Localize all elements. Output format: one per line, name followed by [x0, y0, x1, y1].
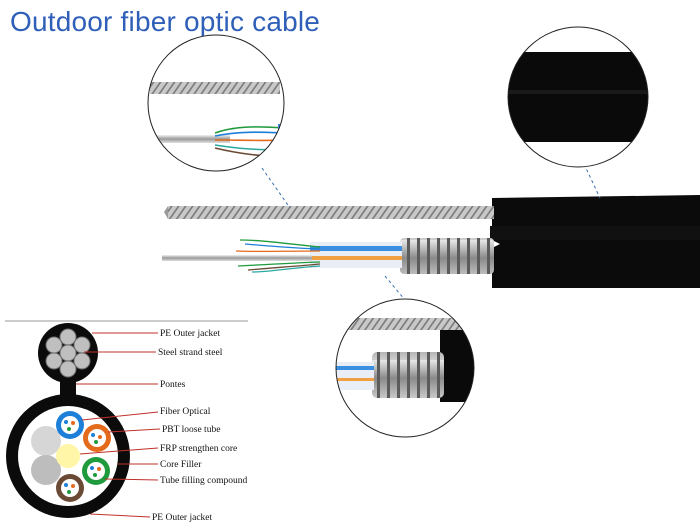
steel-armor: [400, 238, 494, 274]
magnifier-armor: [335, 298, 475, 438]
label-frp-core: FRP strengthen core: [160, 444, 237, 454]
magnifier-jacket: [507, 26, 649, 168]
leader-lines: [76, 332, 161, 518]
magnifier-strand-fibers: [147, 34, 285, 172]
label-pe-outer-jacket-top: PE Outer jacket: [160, 329, 221, 339]
page-title: Outdoor fiber optic cable: [10, 6, 321, 37]
fibers: [235, 239, 321, 273]
label-pe-outer-jacket-bottom: PE Outer jacket: [152, 513, 213, 523]
cable-jacket-bridge: [490, 226, 700, 240]
inner-tubes: [310, 242, 402, 268]
main-cable: [162, 195, 700, 288]
callout-lines: [261, 163, 601, 301]
label-pontes: Pontes: [160, 380, 186, 390]
cable-jacket: [492, 195, 700, 288]
label-fiber-optical: Fiber Optical: [160, 407, 211, 417]
label-pbt-loose-tube: PBT loose tube: [162, 425, 220, 435]
strength-member: [162, 255, 312, 261]
label-steel-strand: Steel strand steel: [158, 348, 223, 358]
cross-section: PE Outer jacket Steel strand steel Ponte…: [5, 320, 248, 523]
label-core-filler: Core Filler: [160, 460, 202, 470]
label-tube-filling: Tube filling compound: [160, 475, 248, 486]
messenger-strand: [168, 206, 494, 219]
